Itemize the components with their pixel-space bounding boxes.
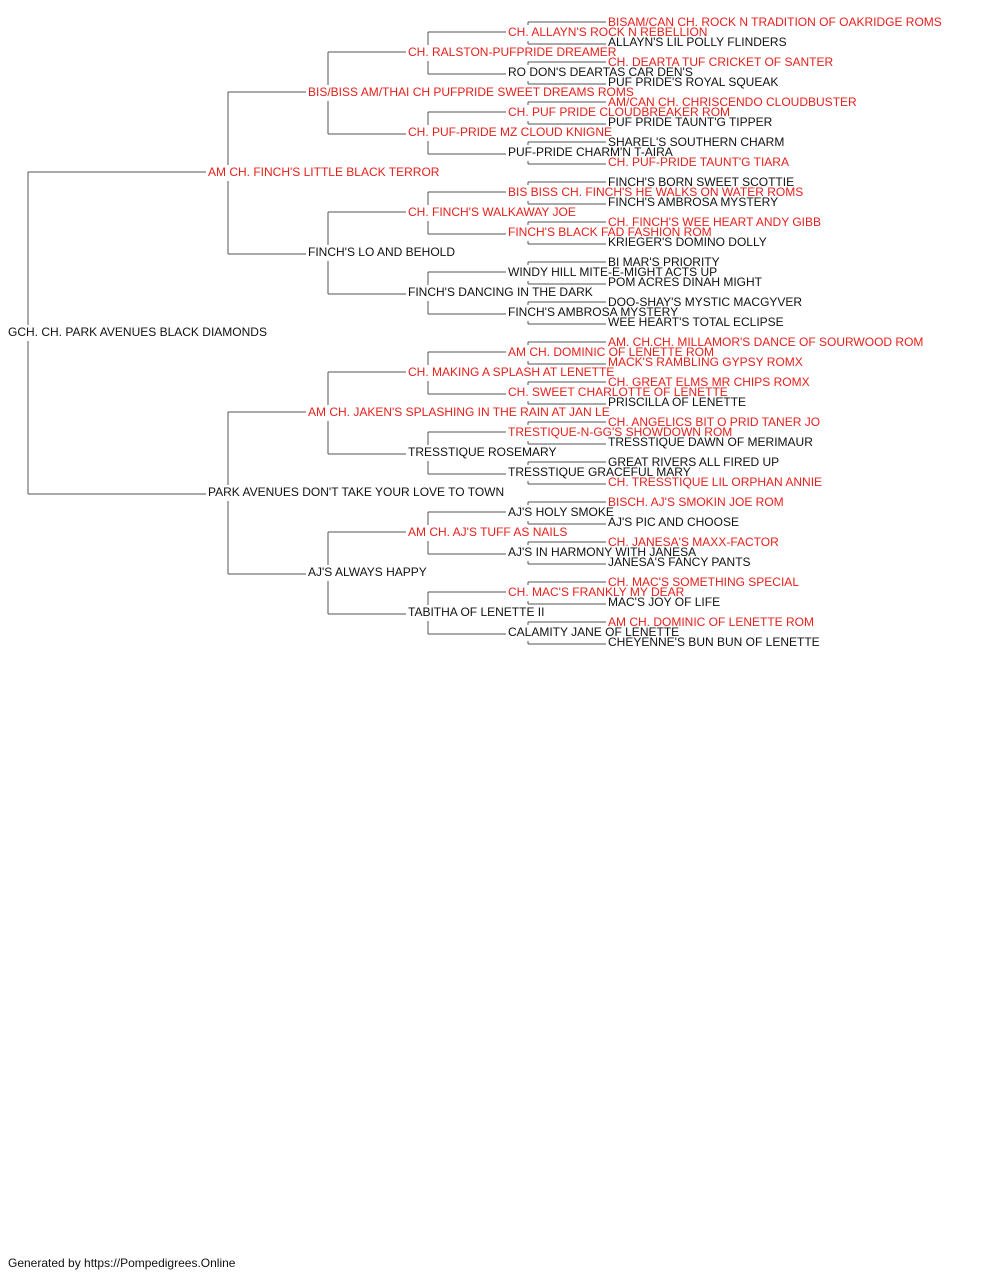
dog-name-gen5: CH. FINCH'S WEE HEART ANDY GIBB [608, 215, 821, 229]
dog-name-gen4: CALAMITY JANE OF LENETTE [508, 625, 679, 639]
dog-name-gen5: PUF PRIDE TAUNT'G TIPPER [608, 115, 773, 129]
dog-name-gen5: WEE HEART'S TOTAL ECLIPSE [608, 315, 784, 329]
dog-name-gen3: CH. MAKING A SPLASH AT LENETTE [408, 365, 614, 379]
dog-name-gen1: PARK AVENUES DON'T TAKE YOUR LOVE TO TOW… [208, 485, 504, 499]
dog-name-gen5: BISCH. AJ'S SMOKIN JOE ROM [608, 495, 784, 509]
dog-name-gen5: DOO-SHAY'S MYSTIC MACGYVER [608, 295, 802, 309]
dog-name-gen4: AM CH. DOMINIC OF LENETTE ROM [508, 345, 714, 359]
dog-name-gen3: CH. RALSTON-PUFPRIDE DREAMER [408, 45, 617, 59]
dog-name-gen5: JANESA'S FANCY PANTS [608, 555, 751, 569]
dog-name-gen4: CH. MAC'S FRANKLY MY DEAR [508, 585, 685, 599]
dog-name-gen5: FINCH'S BORN SWEET SCOTTIE [608, 175, 794, 189]
dog-name-gen5: AM CH. DOMINIC OF LENETTE ROM [608, 615, 814, 629]
dog-name-gen5: CH. PUF-PRIDE TAUNT'G TIARA [608, 155, 789, 169]
dog-name-gen5: BI MAR'S PRIORITY [608, 255, 720, 269]
dog-name-gen4: AJ'S IN HARMONY WITH JANESA [508, 545, 696, 559]
dog-name-gen5: CH. GREAT ELMS MR CHIPS ROMX [608, 375, 810, 389]
dog-name-gen2: FINCH'S LO AND BEHOLD [308, 245, 455, 259]
dog-name-gen3: FINCH'S DANCING IN THE DARK [408, 285, 593, 299]
dog-name-gen5: AM/CAN CH. CHRISCENDO CLOUDBUSTER [608, 95, 857, 109]
dog-name-gen3: TRESSTIQUE ROSEMARY [408, 445, 556, 459]
dog-name-gen4: AJ'S HOLY SMOKE [508, 505, 614, 519]
dog-name-gen4: PUF-PRIDE CHARM'N T-AIRA [508, 145, 673, 159]
dog-name-gen5: PUF PRIDE'S ROYAL SQUEAK [608, 75, 778, 89]
dog-name-gen1: AM CH. FINCH'S LITTLE BLACK TERROR [208, 165, 440, 179]
dog-name-gen5: ALLAYN'S LIL POLLY FLINDERS [608, 35, 787, 49]
dog-name-gen5: AJ'S PIC AND CHOOSE [608, 515, 739, 529]
dog-name-gen4: TRESTIQUE-N-GG'S SHOWDOWN ROM [508, 425, 732, 439]
dog-name-gen2: AJ'S ALWAYS HAPPY [308, 565, 427, 579]
dog-name-gen4: CH. PUF PRIDE CLOUDBREAKER ROM [508, 105, 730, 119]
dog-name-gen5: CH. DEARTA TUF CRICKET OF SANTER [608, 55, 833, 69]
dog-name-gen5: CH. ANGELICS BIT O PRID TANER JO [608, 415, 820, 429]
dog-name-gen4: CH. ALLAYN'S ROCK N REBELLION [508, 25, 707, 39]
dog-name-gen5: SHAREL'S SOUTHERN CHARM [608, 135, 784, 149]
footer-credit: Generated by https://Pompedigrees.Online [8, 1256, 236, 1270]
dog-name-gen4: WINDY HILL MITE-E-MIGHT ACTS UP [508, 265, 717, 279]
dog-name-gen4: RO DON'S DEARTAS CAR DEN'S [508, 65, 693, 79]
dog-name-gen5: PRISCILLA OF LENETTE [608, 395, 746, 409]
dog-name-gen5: BISAM/CAN CH. ROCK N TRADITION OF OAKRID… [608, 15, 942, 29]
dog-name-gen5: POM ACRES DINAH MIGHT [608, 275, 763, 289]
dog-name-gen4: TRESSTIQUE GRACEFUL MARY [508, 465, 691, 479]
dog-name-gen5: TRESSTIQUE DAWN OF MERIMAUR [608, 435, 813, 449]
dog-name-gen5: FINCH'S AMBROSA MYSTERY [608, 195, 778, 209]
dog-name-gen3: AM CH. AJ'S TUFF AS NAILS [408, 525, 567, 539]
dog-name-gen5: KRIEGER'S DOMINO DOLLY [608, 235, 767, 249]
dog-name-gen3: CH. PUF-PRIDE MZ CLOUD KNIGNE [408, 125, 612, 139]
dog-name-gen0: GCH. CH. PARK AVENUES BLACK DIAMONDS [8, 325, 267, 339]
dog-name-gen5: MAC'S JOY OF LIFE [608, 595, 720, 609]
dog-name-gen5: GREAT RIVERS ALL FIRED UP [608, 455, 779, 469]
dog-name-gen5: CH. JANESA'S MAXX-FACTOR [608, 535, 779, 549]
dog-name-gen5: CH. MAC'S SOMETHING SPECIAL [608, 575, 799, 589]
dog-name-gen3: CH. FINCH'S WALKAWAY JOE [408, 205, 576, 219]
dog-name-gen4: FINCH'S BLACK FAD FASHION ROM [508, 225, 712, 239]
dog-name-gen5: AM. CH.CH. MILLAMOR'S DANCE OF SOURWOOD … [608, 335, 923, 349]
dog-name-gen5: CHEYENNE'S BUN BUN OF LENETTE [608, 635, 820, 649]
dog-name-gen4: BIS BISS CH. FINCH'S HE WALKS ON WATER R… [508, 185, 803, 199]
dog-name-gen5: MACK'S RAMBLING GYPSY ROMX [608, 355, 803, 369]
dog-name-gen4: CH. SWEET CHARLOTTE OF LENETTE [508, 385, 728, 399]
dog-name-gen2: BIS/BISS AM/THAI CH PUFPRIDE SWEET DREAM… [308, 85, 634, 99]
dog-name-gen3: TABITHA OF LENETTE II [408, 605, 544, 619]
dog-name-gen2: AM CH. JAKEN'S SPLASHING IN THE RAIN AT … [308, 405, 610, 419]
dog-name-gen5: CH. TRESSTIQUE LIL ORPHAN ANNIE [608, 475, 822, 489]
dog-name-gen4: FINCH'S AMBROSA MYSTERY [508, 305, 678, 319]
